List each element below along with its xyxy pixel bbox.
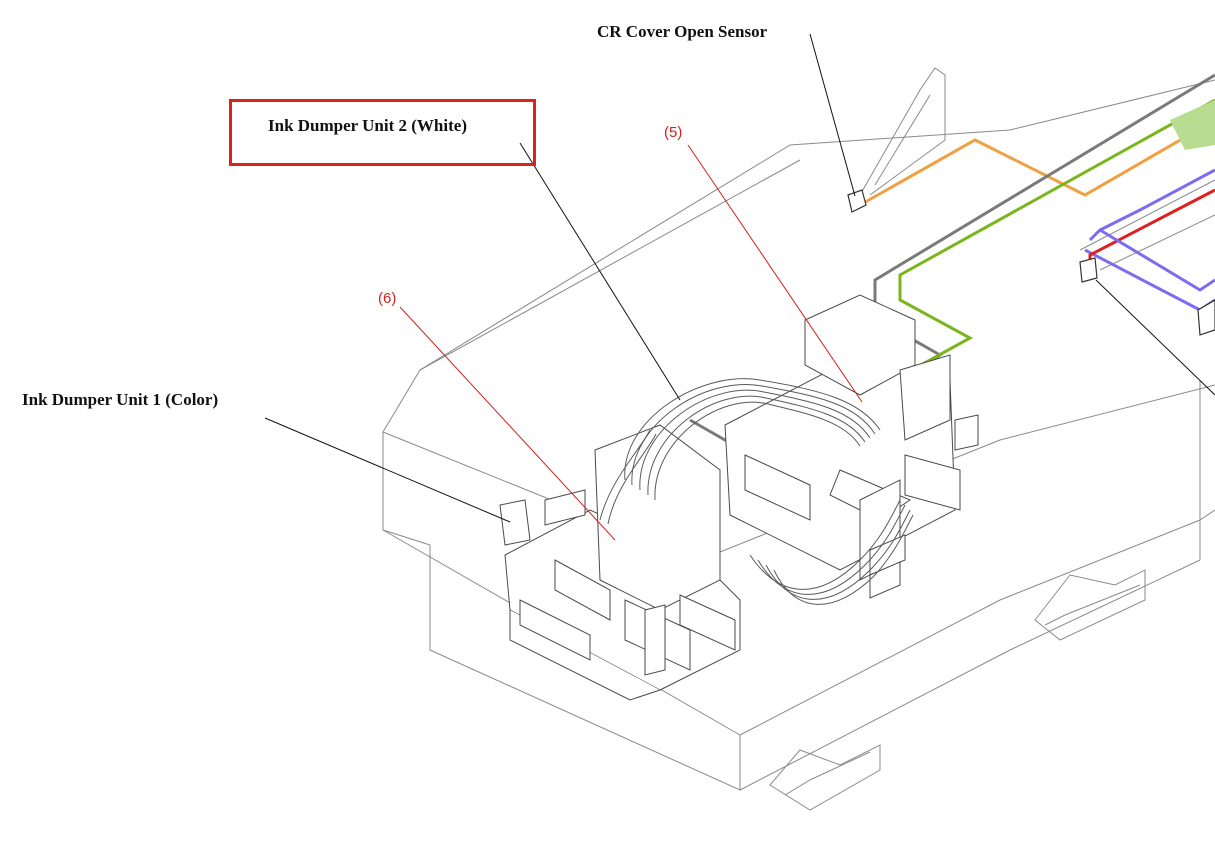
leader-ink-dumper-color (264, 417, 511, 523)
leader-ref-5 (687, 144, 863, 403)
leader-ink-dumper-white (519, 142, 681, 401)
ref-5-label: (5) (664, 124, 683, 141)
highlight-box (229, 99, 536, 166)
leader-ref-6 (399, 306, 616, 541)
ink-dumper-unit-1-label: Ink Dumper Unit 1 (Color) (22, 390, 219, 409)
leader-cr-cover-sensor (809, 33, 856, 197)
cr-cover-open-sensor-label: CR Cover Open Sensor (597, 22, 768, 41)
leader-right-part (1095, 279, 1215, 396)
ink-dumper-unit-1 (499, 424, 741, 701)
circuit-board (1170, 100, 1215, 150)
ref-6-label: (6) (378, 290, 397, 307)
sensor-parts (847, 189, 1215, 336)
cr-cover-sensor-part (847, 189, 867, 213)
leader-lines (264, 33, 1215, 541)
wire-harness (599, 378, 914, 605)
ink-dumper-unit-2 (724, 294, 979, 599)
ink-dumper-unit-2-label: Ink Dumper Unit 2 (White) (268, 116, 467, 135)
